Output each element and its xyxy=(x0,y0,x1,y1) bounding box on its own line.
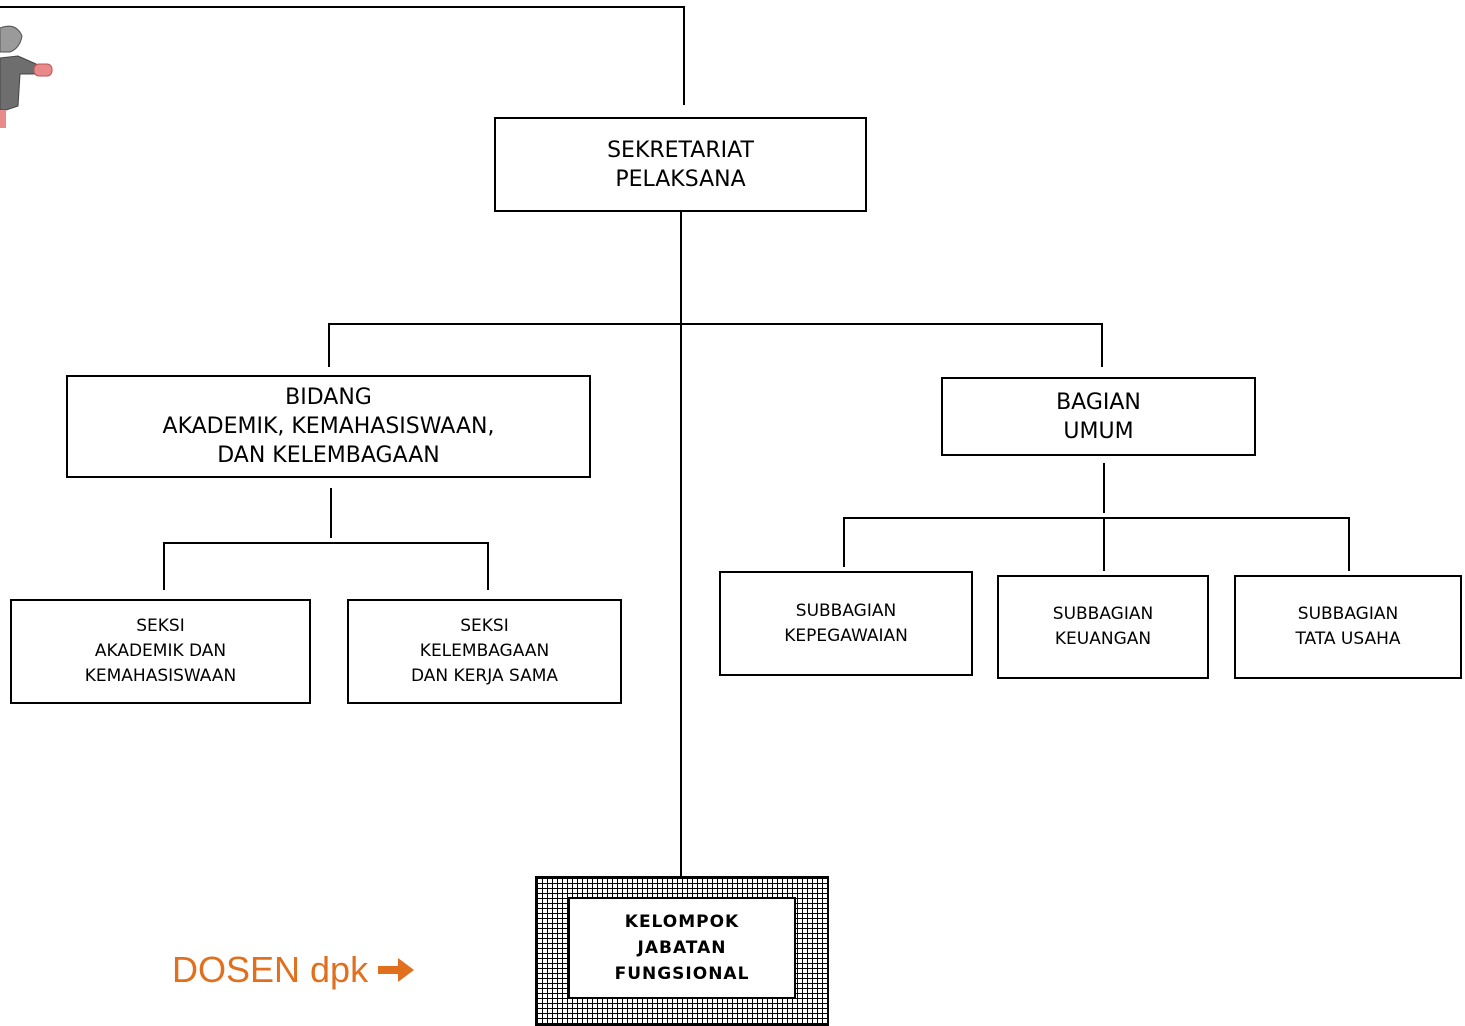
kelompok-jabatan-fungsional-box: KELOMPOK JABATAN FUNGSIONAL xyxy=(568,897,796,999)
sekretariat-line2: PELAKSANA xyxy=(615,166,746,192)
connector-seksi-horizontal xyxy=(163,542,489,544)
seksi-akademik-line1: SEKSI xyxy=(136,616,185,636)
kelompok-line1: KELOMPOK xyxy=(624,912,740,932)
connector-to-seksi-akademik xyxy=(163,542,165,590)
connector-branch-horizontal xyxy=(328,323,1103,325)
seksi-kelembagaan-box: SEKSI KELEMBAGAAN DAN KERJA SAMA xyxy=(347,599,622,704)
seksi-akademik-box: SEKSI AKADEMIK DAN KEMAHASISWAAN xyxy=(10,599,311,704)
seksi-akademik-line2: AKADEMIK DAN xyxy=(94,641,227,661)
kelompok-line3: FUNGSIONAL xyxy=(614,964,750,984)
connector-top-horizontal xyxy=(0,6,685,8)
bagian-umum-box: BAGIAN UMUM xyxy=(941,377,1256,456)
seksi-kelembagaan-line3: DAN KERJA SAMA xyxy=(410,666,559,686)
sub-keuangan-line1: SUBBAGIAN xyxy=(1052,604,1154,624)
subbagian-kepegawaian-box: SUBBAGIAN KEPEGAWAIAN xyxy=(719,571,973,676)
connector-to-seksi-kelembagaan xyxy=(487,542,489,590)
sekretariat-line1: SEKRETARIAT xyxy=(607,137,754,163)
sub-tata-usaha-line1: SUBBAGIAN xyxy=(1297,604,1399,624)
subbagian-keuangan-box: SUBBAGIAN KEUANGAN xyxy=(997,575,1209,679)
bidang-line3: DAN KELEMBAGAAN xyxy=(217,443,440,468)
connector-to-bagian xyxy=(1101,323,1103,367)
bagian-line2: UMUM xyxy=(1063,418,1134,444)
subbagian-tata-usaha-box: SUBBAGIAN TATA USAHA xyxy=(1234,575,1462,679)
connector-to-sub-keuangan xyxy=(1103,517,1105,571)
sub-tata-usaha-line2: TATA USAHA xyxy=(1295,629,1401,649)
seksi-kelembagaan-line1: SEKSI xyxy=(460,616,509,636)
person-figure-icon xyxy=(0,25,53,128)
kelompok-line2: JABATAN xyxy=(637,938,727,958)
connector-to-sub-kepegawaian xyxy=(843,517,845,567)
connector-top-vertical xyxy=(683,7,685,105)
connector-to-sub-tata-usaha xyxy=(1348,517,1350,571)
bidang-box: BIDANG AKADEMIK, KEMAHASISWAAN, DAN KELE… xyxy=(66,375,591,478)
connector-bidang-down xyxy=(330,488,332,538)
seksi-kelembagaan-line2: KELEMBAGAAN xyxy=(419,641,550,661)
bidang-line1: BIDANG xyxy=(285,385,372,410)
connector-subbagian-horizontal xyxy=(843,517,1350,519)
bagian-line1: BAGIAN xyxy=(1056,389,1141,415)
connector-trunk xyxy=(680,211,682,876)
connector-bagian-down xyxy=(1103,463,1105,513)
sub-kepegawaian-line1: SUBBAGIAN xyxy=(795,600,897,621)
seksi-akademik-line3: KEMAHASISWAAN xyxy=(84,666,237,686)
sekretariat-pelaksana-box: SEKRETARIAT PELAKSANA xyxy=(494,117,867,212)
bidang-line2: AKADEMIK, KEMAHASISWAAN, xyxy=(162,414,495,439)
sub-kepegawaian-line2: KEPEGAWAIAN xyxy=(784,625,908,646)
connector-to-bidang xyxy=(328,323,330,367)
sub-keuangan-line2: KEUANGAN xyxy=(1054,629,1152,649)
dosen-dpk-label: DOSEN dpk xyxy=(172,949,369,990)
arrow-right-icon xyxy=(378,958,415,982)
dosen-dpk-annotation: DOSEN dpk xyxy=(172,948,416,992)
